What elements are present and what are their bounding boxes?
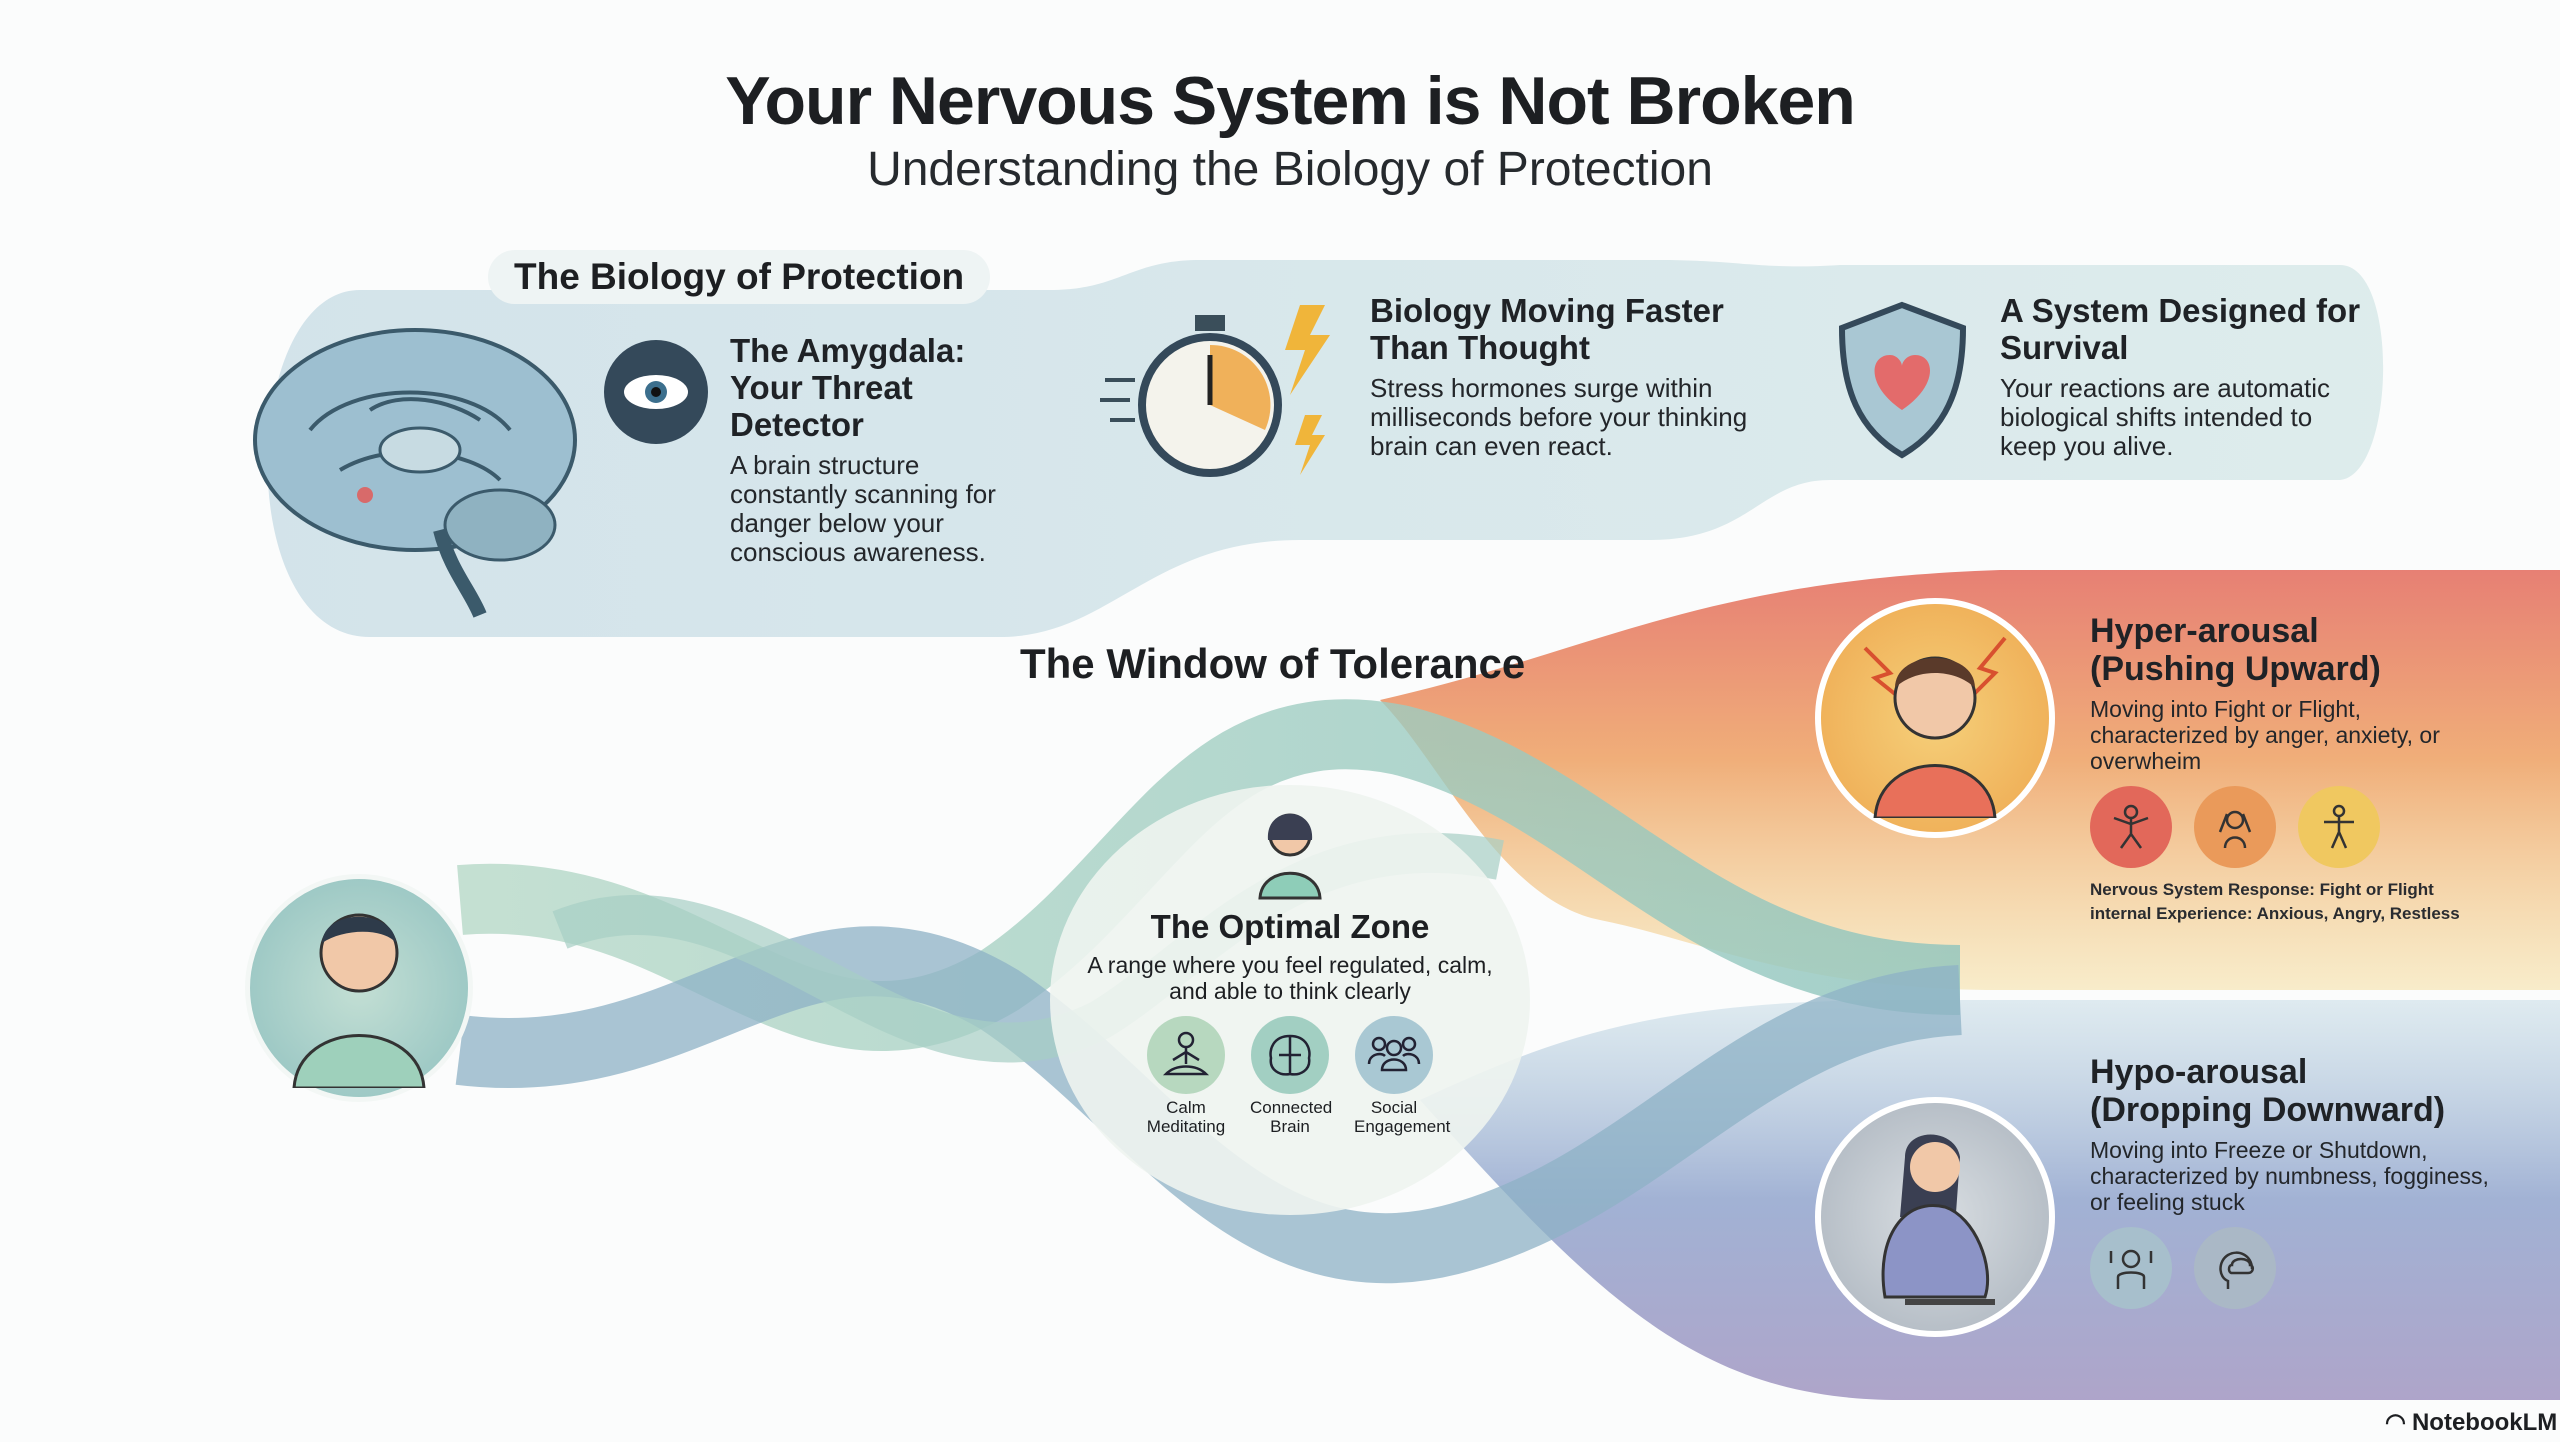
meditation-icon [1147,1016,1225,1094]
page-subtitle: Understanding the Biology of Protection [867,143,1713,196]
hyper-title: Hyper-arousal(Pushing Upward) [2090,612,2510,688]
people-icon [1355,1016,1433,1094]
brand-notebooklm: ◠NotebookLM [2385,1408,2557,1437]
restless-icon [2298,786,2380,868]
hyper-title-line2: (Pushing Upward) [2090,650,2381,688]
stopwatch-icon [1100,305,1330,477]
label-line: Meditating [1146,1117,1226,1136]
fight-pose-icon [2090,786,2172,868]
optimal-title: The Optimal Zone [1150,908,1430,945]
hyper-panel: Hyper-arousal(Pushing Upward) Moving int… [2090,612,2510,926]
speed-panel: Biology Moving Faster Than Thought Stres… [1370,292,1750,461]
label-line: Connected [1250,1098,1333,1117]
notebooklm-logo-icon: ◠ [2385,1409,2406,1436]
woman-icon [1258,813,1322,900]
brand-text: NotebookLM [2411,1408,2558,1436]
calm-person-illustration [245,874,473,1102]
speed-title: Biology Moving Faster Than Thought [1370,292,1724,366]
optimal-body: A range where you feel regulated, calm, … [1087,952,1493,1004]
shield-heart-icon [1838,301,1967,459]
foggy-head-icon [2194,1227,2276,1309]
eye-icon [604,340,708,444]
label-line: Social [1370,1098,1418,1117]
label-line: Calm [1166,1098,1206,1117]
hypo-body: Moving into Freeze or Shutdown, characte… [2090,1137,2489,1215]
survival-title: A System Designed for Survival [2000,292,2361,366]
hypo-panel: Hypo-arousal(Dropping Downward) Moving i… [2090,1053,2530,1309]
angry-person-illustration [1815,598,2055,838]
hypo-title-line2: (Dropping Downward) [2090,1091,2446,1129]
frozen-person-icon [2090,1227,2172,1309]
hyper-experience: internal Experience: Anxious, Angry, Res… [2090,904,2460,923]
hyper-icon-row [2090,786,2510,868]
speed-body: Stress hormones surge within millisecond… [1370,373,1748,461]
brain-illustration [253,328,577,618]
hypo-title-line1: Hypo-arousal [2090,1053,2308,1091]
hypo-icon-row [2090,1227,2530,1309]
hyper-title-line1: Hyper-arousal [2090,612,2319,650]
section-label-protection: The Biology of Protection [488,250,991,304]
amygdala-body: A brain structure constantly scanning fo… [730,450,996,567]
optimal-panel: The Optimal Zone A range where you feel … [1060,908,1520,1136]
amygdala-title: The Amygdala: Your Threat Detector [730,332,966,443]
hyper-body: Moving into Fight or Flight, characteriz… [2090,696,2440,774]
brain-icon [1251,1016,1329,1094]
survival-body: Your reactions are automatic biological … [2000,373,2331,461]
amygdala-panel: The Amygdala: Your Threat Detector A bra… [730,332,1020,567]
label-line: Brain [1270,1117,1310,1136]
withdrawn-person-illustration [1815,1097,2055,1337]
label-line: Engagement [1354,1117,1451,1136]
hypo-title: Hypo-arousal(Dropping Downward) [2090,1053,2530,1129]
section-label-window: The Window of Tolerance [1020,640,1526,687]
page-title: Your Nervous System is Not Broken [725,63,1856,139]
overwhelmed-icon [2194,786,2276,868]
hyper-response: Nervous System Response: Fight or Flight [2090,880,2434,899]
survival-panel: A System Designed for Survival Your reac… [2000,292,2370,461]
